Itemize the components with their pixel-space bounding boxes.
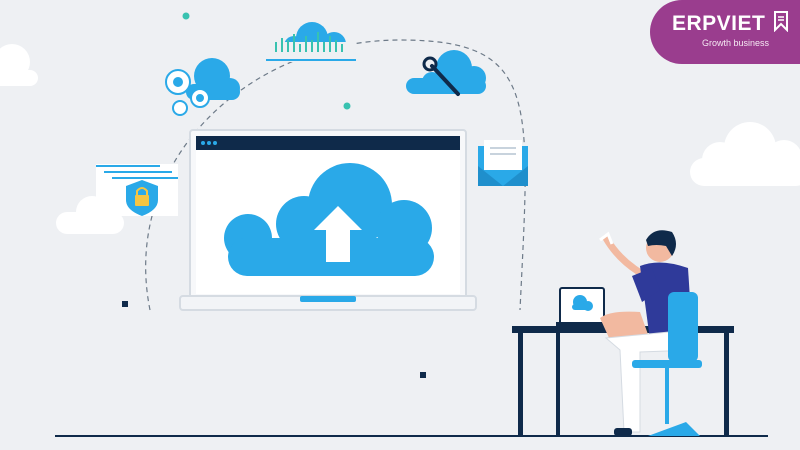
brand-tagline: Growth business xyxy=(702,38,770,48)
cloud-upload-icon xyxy=(224,163,434,276)
mail-icon xyxy=(478,140,528,186)
gear-icon xyxy=(165,69,210,116)
dark-dot xyxy=(420,372,426,378)
analytics-cloud-icon xyxy=(266,22,356,62)
cloud-mid-left xyxy=(56,186,124,234)
cloud-top-left xyxy=(0,44,38,86)
person-icon xyxy=(599,230,695,436)
dark-dot xyxy=(122,301,128,307)
wrench-cloud-icon xyxy=(406,50,486,96)
lock-shield-icon xyxy=(96,164,178,216)
wrench-icon xyxy=(422,56,460,96)
gear-cloud-icon xyxy=(165,58,240,116)
teal-dot xyxy=(343,102,351,110)
chair-icon xyxy=(632,292,702,436)
small-laptop-icon xyxy=(556,287,628,326)
brand-name: ERPVIET xyxy=(672,12,766,35)
cloud-right xyxy=(690,122,800,186)
background-clouds xyxy=(0,44,800,234)
brand-badge[interactable]: ERPVIET Growth business xyxy=(650,0,800,64)
brand-mark-icon xyxy=(774,11,788,32)
teal-dot xyxy=(182,12,190,20)
